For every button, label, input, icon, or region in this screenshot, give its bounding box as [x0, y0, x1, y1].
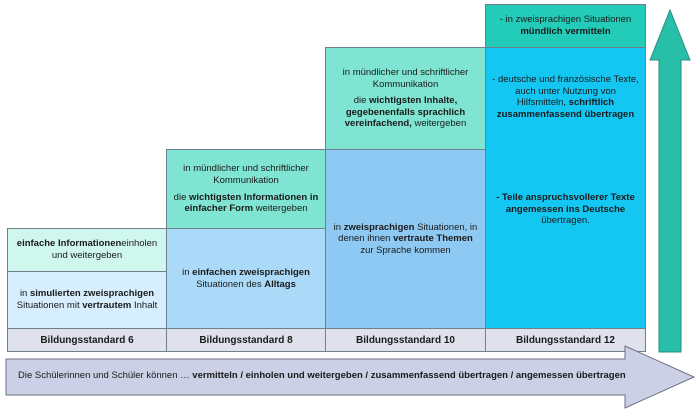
- emphasis-text: vertrautem: [82, 300, 132, 311]
- body-text: Inhalt: [131, 300, 158, 311]
- body-text: in mündlicher und schriftlicher Kommunik…: [183, 163, 309, 186]
- body-text: die: [353, 95, 370, 107]
- bs8-upper-box: in mündlicher und schriftlicher Kommunik…: [166, 149, 326, 229]
- body-text: Situationen des: [196, 278, 265, 290]
- box-paragraph: in simulierten zweisprachigen Situatione…: [13, 288, 161, 311]
- box-paragraph: einfache Informationeneinholen und weite…: [13, 238, 161, 261]
- emphasis-text: schriftlich zusammenfassend übertragen: [496, 97, 635, 120]
- bs8-label: Bildungsstandard 8: [166, 328, 326, 352]
- box-paragraph: die wichtigsten Informationen in einfach…: [172, 192, 320, 215]
- box-paragraph: - Teile anspruchsvollerer Texte angemess…: [491, 192, 640, 227]
- body-text: weitergeben: [411, 118, 467, 130]
- body-text: einholen und weitergeben: [51, 238, 158, 261]
- box-paragraph: - in zweisprachigen Situationen mündlich…: [491, 14, 640, 37]
- emphasis-text: einfachen zweisprachigen: [192, 266, 310, 278]
- bs10-lower-box: in zweisprachigen Situationen, in denen …: [325, 149, 486, 329]
- body-text: in: [182, 266, 193, 278]
- bs6-label: Bildungsstandard 6: [7, 328, 167, 352]
- bs12-upper-box: - deutsche und französische Texte, auch …: [485, 47, 646, 167]
- box-paragraph: in einfachen zweisprachigen Situationen …: [172, 267, 320, 290]
- emphasis-text: wichtigsten Inhalte, gegebenenfalls spra…: [344, 95, 466, 130]
- bs12-lower-box: - Teile anspruchsvollerer Texte angemess…: [485, 166, 646, 329]
- box-paragraph: in mündlicher und schriftlicher Kommunik…: [172, 163, 320, 186]
- bs10-upper-box: in mündlicher und schriftlicher Kommunik…: [325, 47, 486, 150]
- emphasis-text: Alltags: [264, 278, 296, 290]
- body-text: übertragen.: [541, 215, 590, 227]
- body-text: Situationen mit: [16, 300, 83, 311]
- emphasis-text: vertraute Themen: [393, 233, 473, 245]
- bottom-arrow-text: Die Schülerinnen und Schüler können … ve…: [18, 370, 638, 381]
- box-paragraph: - deutsche und französische Texte, auch …: [491, 74, 640, 120]
- body-text: in: [19, 288, 30, 300]
- emphasis-text: wichtigsten Informationen in einfacher F…: [184, 191, 319, 215]
- box-paragraph: in zweisprachigen Situationen, in denen …: [331, 222, 480, 257]
- body-text: - deutsche und französische Texte, auch …: [492, 74, 639, 109]
- body-text: die: [173, 191, 189, 203]
- bs12-label: Bildungsstandard 12: [485, 328, 646, 352]
- emphasis-text: mündlich vermitteln: [520, 26, 611, 37]
- emphasis-text: einfache Informationen: [16, 238, 122, 250]
- box-paragraph: die wichtigsten Inhalte, gegebenenfalls …: [331, 95, 480, 130]
- bs6-lower-box: in simulierten zweisprachigen Situatione…: [7, 271, 167, 329]
- bs10-label: Bildungsstandard 10: [325, 328, 486, 352]
- body-text: in: [333, 221, 344, 233]
- bs12-top-box: - in zweisprachigen Situationen mündlich…: [485, 4, 646, 48]
- progress-up-arrow: [649, 8, 691, 353]
- emphasis-text: - Teile anspruchsvollerer Texte angemess…: [496, 192, 635, 215]
- box-paragraph: in mündlicher und schriftlicher Kommunik…: [331, 67, 480, 90]
- body-text: weitergeben: [253, 203, 308, 215]
- body-text: in mündlicher und schriftlicher Kommunik…: [342, 67, 469, 90]
- bottom-arrow-emphasis: vermitteln / einholen und weitergeben / …: [192, 370, 626, 381]
- emphasis-text: zweisprachigen: [343, 221, 415, 233]
- bs6-upper-box: einfache Informationeneinholen und weite…: [7, 228, 167, 272]
- bottom-arrow-prefix: Die Schülerinnen und Schüler können …: [18, 370, 193, 381]
- body-text: - in zweisprachigen Situationen: [499, 14, 632, 26]
- emphasis-text: simulierten zweisprachigen: [29, 288, 155, 300]
- body-text: zur Sprache kommen: [360, 244, 451, 256]
- body-text: Situationen, in denen ihnen: [338, 221, 478, 245]
- bottom-right-arrow: [5, 345, 696, 409]
- bs8-lower-box: in einfachen zweisprachigen Situationen …: [166, 228, 326, 329]
